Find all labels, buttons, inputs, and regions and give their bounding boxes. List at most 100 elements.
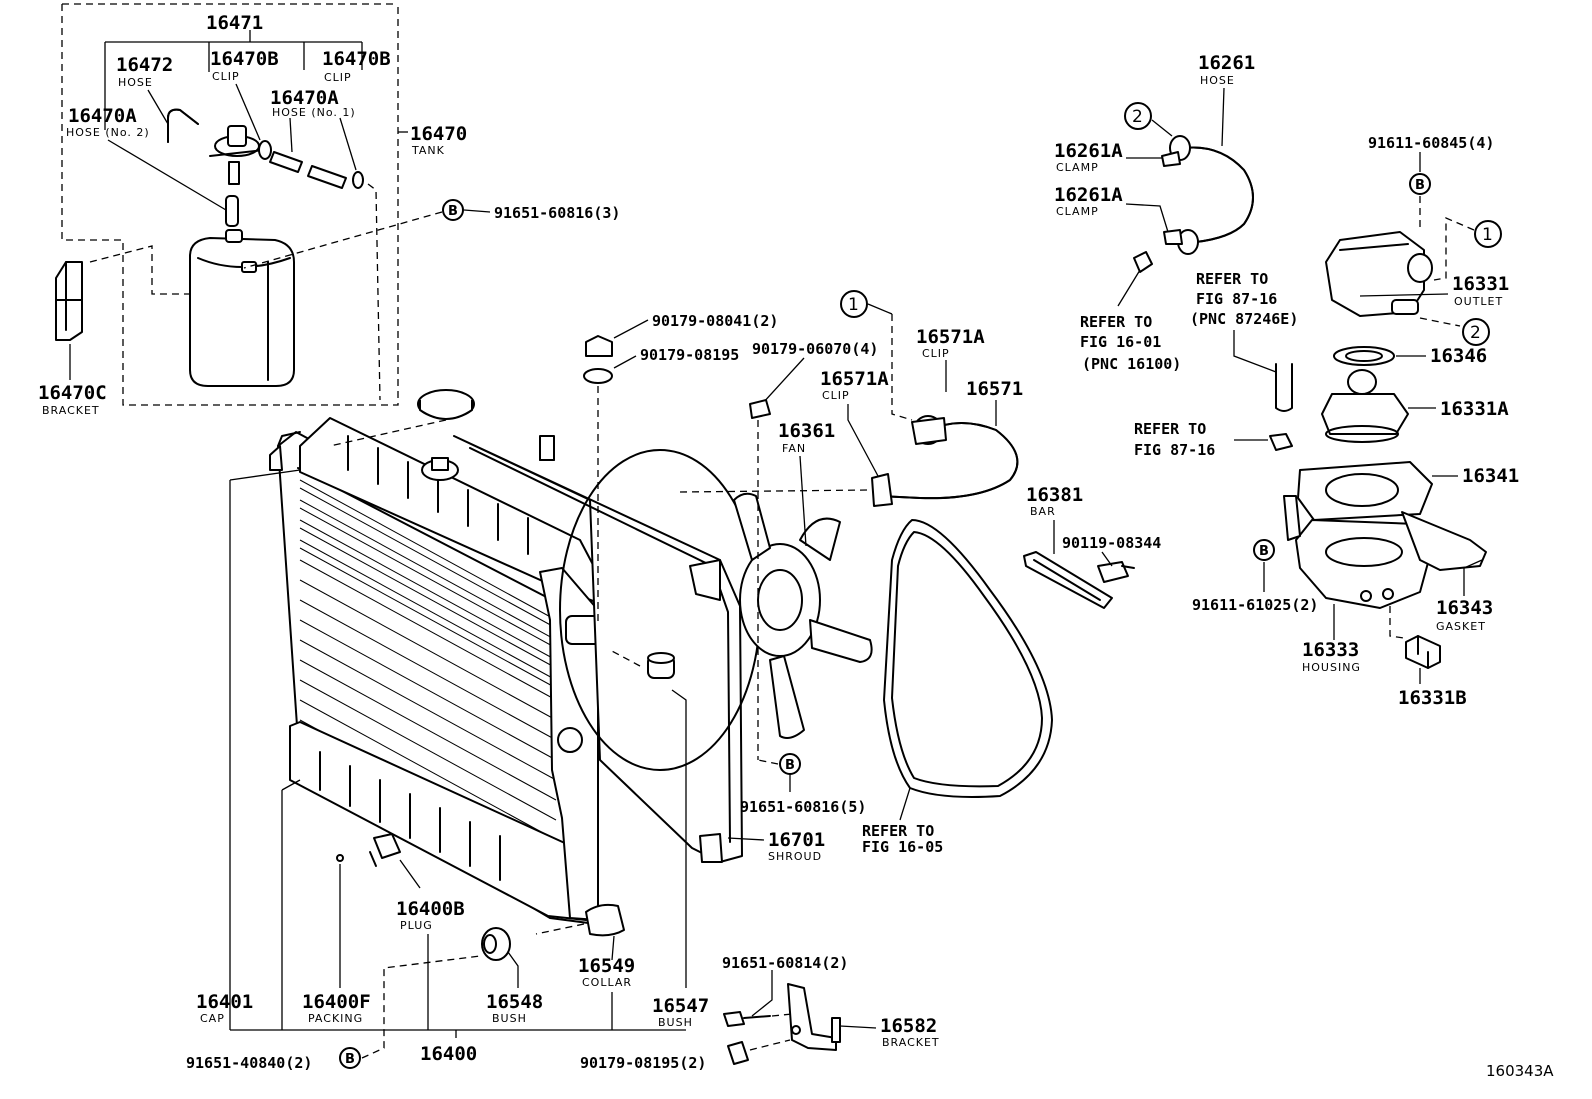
label-16261A-2: 16261A CLAMP (1054, 184, 1169, 233)
svg-text:FIG 16-01: FIG 16-01 (1080, 333, 1161, 351)
svg-text:90119-08344: 90119-08344 (1062, 534, 1161, 552)
svg-text:SHROUD: SHROUD (768, 850, 822, 863)
label-16470: 16470 TANK (410, 123, 467, 157)
svg-text:CLAMP: CLAMP (1056, 205, 1099, 218)
svg-text:16470: 16470 (410, 123, 467, 145)
label-91651-60814: 91651-60814(2) (722, 954, 848, 1027)
label-16547: 16547 BUSH (652, 995, 709, 1029)
bar-16381[interactable] (1023, 551, 1135, 609)
label-16261: 16261 HOSE (1198, 52, 1255, 147)
label-90179-08041: 90179-08041(2) (585, 312, 778, 357)
svg-text:16571A: 16571A (820, 368, 889, 390)
svg-text:HOUSING: HOUSING (1302, 661, 1361, 674)
upper-radiator-hose[interactable] (871, 415, 1019, 507)
svg-text:16261: 16261 (1198, 52, 1255, 74)
svg-text:B: B (785, 758, 795, 773)
svg-text:HOSE: HOSE (118, 76, 153, 89)
svg-text:16400: 16400 (420, 1043, 477, 1065)
clip-87-16[interactable] (1269, 433, 1293, 451)
svg-text:1: 1 (848, 295, 859, 315)
svg-text:90179-08195: 90179-08195 (640, 346, 739, 364)
svg-text:90179-06070(4): 90179-06070(4) (752, 340, 878, 358)
svg-text:16341: 16341 (1462, 465, 1519, 487)
svg-text:PLUG: PLUG (400, 919, 433, 932)
svg-text:16472: 16472 (116, 54, 173, 76)
gasket-16346[interactable] (1333, 346, 1395, 366)
svg-text:HOSE (No. 1): HOSE (No. 1) (272, 106, 356, 119)
ref-symbol-1-hose: 1 (840, 290, 913, 421)
part-number-16471: 16471 (206, 12, 263, 34)
label-16470B-1: 16470B CLIP (210, 48, 279, 141)
label-16549: 16549 COLLAR (578, 955, 635, 1030)
label-16261A-1: 16261A CLAMP (1054, 140, 1162, 174)
svg-text:16547: 16547 (652, 995, 709, 1017)
label-16470B-2: 16470B CLIP (322, 48, 391, 84)
plug-16400B[interactable] (369, 833, 421, 889)
svg-text:16331A: 16331A (1440, 398, 1509, 420)
svg-text:16701: 16701 (768, 829, 825, 851)
ref-symbol-1-outlet: 1 (1433, 217, 1502, 281)
svg-text:COLLAR: COLLAR (582, 976, 632, 989)
svg-text:HOSE (No. 2): HOSE (No. 2) (66, 126, 150, 139)
svg-text:REFER TO: REFER TO (1134, 420, 1206, 438)
pipe-87-16[interactable] (1275, 363, 1293, 412)
label-16331: 16331 OUTLET (1359, 273, 1509, 308)
label-16470A-no1: 16470A HOSE (No. 1) (270, 87, 357, 171)
bush-16548[interactable] (481, 927, 519, 988)
svg-text:CLAMP: CLAMP (1056, 161, 1099, 174)
reservoir-bracket[interactable] (55, 245, 190, 341)
label-16470C: 16470C BRACKET (38, 344, 107, 417)
label-refer-16-01: REFER TO FIG 16-01 (PNC 16100) (1080, 313, 1181, 373)
svg-text:FIG 87-16: FIG 87-16 (1196, 290, 1277, 308)
bush-16547[interactable] (609, 649, 687, 988)
radiator-cap[interactable] (329, 389, 475, 447)
reservoir-assembly-frame (61, 3, 408, 406)
drive-belt[interactable] (883, 519, 1053, 798)
drain-plug-16331B[interactable] (1405, 635, 1441, 669)
reservoir-hoses-and-cap[interactable] (167, 108, 381, 401)
svg-text:91651-60814(2): 91651-60814(2) (722, 954, 848, 972)
label-16331B: 16331B (1398, 668, 1467, 709)
svg-text:PACKING: PACKING (308, 1012, 363, 1025)
drain-packing[interactable] (336, 854, 344, 988)
label-refer-87-16-b: REFER TO FIG 87-16 (1134, 420, 1268, 459)
svg-text:BRACKET: BRACKET (42, 404, 100, 417)
svg-text:16401: 16401 (196, 991, 253, 1013)
svg-text:BAR: BAR (1030, 505, 1056, 518)
label-16400F: 16400F PACKING (281, 779, 371, 1030)
cooling-fan[interactable] (679, 489, 873, 739)
svg-text:16571: 16571 (966, 378, 1023, 400)
thermostat-housing-16333[interactable] (1283, 495, 1487, 639)
bracket-16582[interactable] (787, 983, 841, 1051)
label-90119-08344: 90119-08344 (1062, 534, 1161, 567)
ref-symbol-2-outlet: 2 (1462, 318, 1490, 346)
hose-16261[interactable] (1161, 135, 1254, 255)
svg-text:REFER TO: REFER TO (1080, 313, 1152, 331)
fan-shroud[interactable] (453, 435, 761, 863)
svg-text:16381: 16381 (1026, 484, 1083, 506)
gasket-16341[interactable] (1297, 461, 1433, 521)
svg-text:90179-08041(2): 90179-08041(2) (652, 312, 778, 330)
svg-text:16470A: 16470A (68, 105, 137, 127)
label-16701: 16701 SHROUD (727, 829, 825, 863)
svg-text:16400B: 16400B (396, 898, 465, 920)
svg-text:BRACKET: BRACKET (882, 1036, 940, 1049)
thermostat-16331A[interactable] (1321, 369, 1409, 443)
svg-text:16400F: 16400F (302, 991, 371, 1013)
svg-text:(PNC 87246E): (PNC 87246E) (1190, 310, 1298, 328)
svg-text:TANK: TANK (411, 144, 445, 157)
collar-16549[interactable] (535, 903, 625, 961)
svg-text:90179-08195(2): 90179-08195(2) (580, 1054, 706, 1072)
svg-text:B: B (448, 204, 458, 219)
label-16343: 16343 GASKET (1436, 559, 1493, 633)
svg-text:CLIP: CLIP (922, 347, 950, 360)
svg-text:16361: 16361 (778, 420, 835, 442)
svg-text:91651-60816(5): 91651-60816(5) (740, 798, 866, 816)
pipe-16-01[interactable] (1117, 251, 1153, 307)
reservoir-tank[interactable] (189, 229, 295, 387)
svg-text:91651-40840(2): 91651-40840(2) (186, 1054, 312, 1072)
svg-text:16548: 16548 (486, 991, 543, 1013)
label-16331A: 16331A (1408, 398, 1509, 420)
label-16346: 16346 (1396, 345, 1487, 367)
